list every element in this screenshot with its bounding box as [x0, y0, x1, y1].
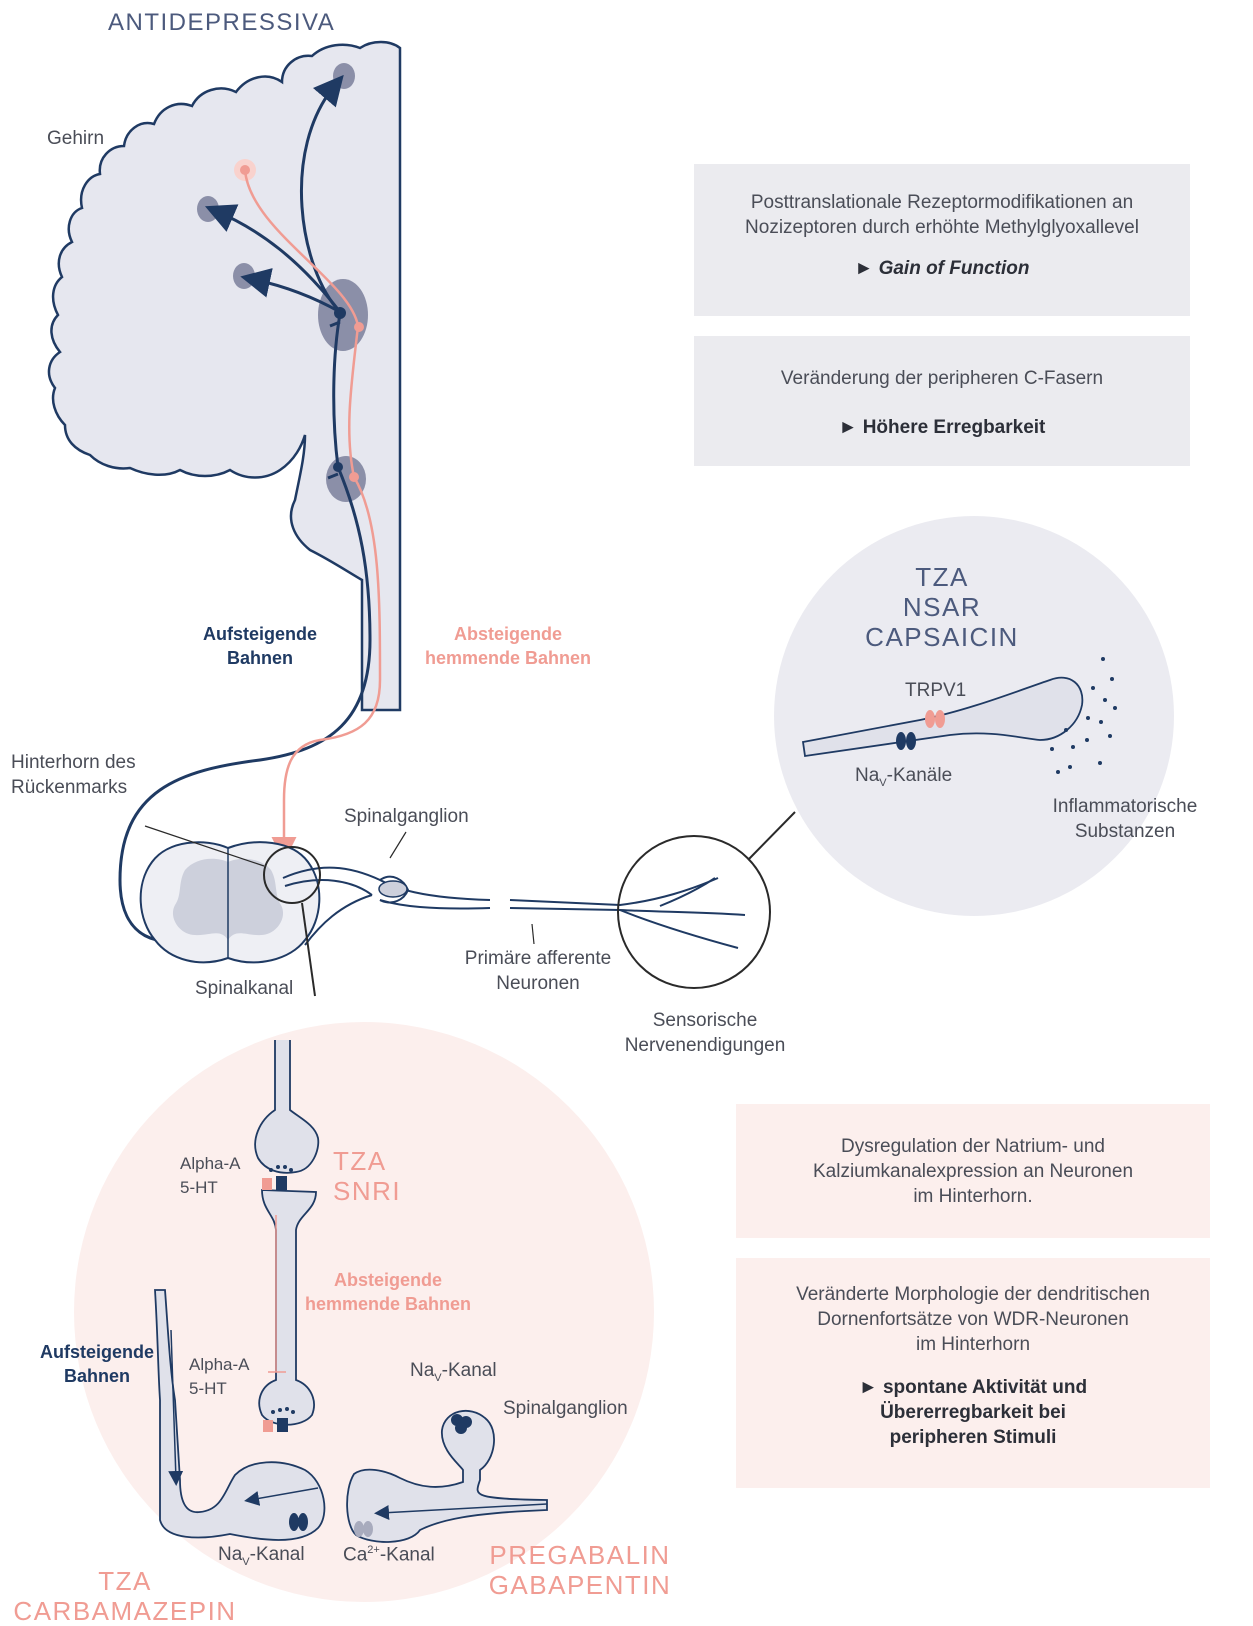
ascending-pathway: [118, 74, 372, 943]
cortex-target-2: [197, 196, 219, 222]
descending-pathway: [243, 169, 382, 862]
synapse-inset: [154, 1040, 548, 1543]
spinal-ganglion-label: Spinalganglion: [344, 806, 469, 827]
peripheral-nerve-ending: [801, 657, 1117, 774]
brain-label: Gehirn: [47, 128, 105, 149]
brainstem-nucleus: [326, 456, 366, 502]
trpv1-label: TRPV1: [905, 680, 967, 701]
spinal-ganglion-body: [378, 880, 408, 898]
spinal-ganglion-inner-label: Spinalganglion: [503, 1398, 628, 1419]
spinal-cord: [139, 841, 321, 964]
afferent-fiber: [282, 866, 746, 949]
nav-kanal-bottom-label: NaV-Kanal: [218, 1544, 305, 1568]
ca-kanal-label: Ca2+-Kanal: [343, 1544, 435, 1566]
info-box-1: Posttranslationale Rezeptormodifikatione…: [694, 164, 1190, 316]
dorsal-horn-magnifier: [263, 846, 321, 904]
nav-channels-label: NaV-Kanäle: [855, 765, 953, 789]
spinal-canal-label: Spinalkanal: [195, 978, 294, 999]
brain-shape: [47, 40, 402, 712]
info-box-2: Veränderung der peripheren C-Fasern ► Hö…: [694, 336, 1190, 466]
cortex-target-3: [233, 263, 255, 289]
nerve-ending-magnifier: [617, 835, 771, 989]
synapse-zoom-circle: [74, 1022, 654, 1602]
nav-kanal-top-label: NaV-Kanal: [410, 1360, 497, 1384]
info-box-4: Veränderte Morphologie der dendritischen…: [736, 1258, 1210, 1488]
title: ANTIDEPRESSIVA: [108, 9, 336, 36]
